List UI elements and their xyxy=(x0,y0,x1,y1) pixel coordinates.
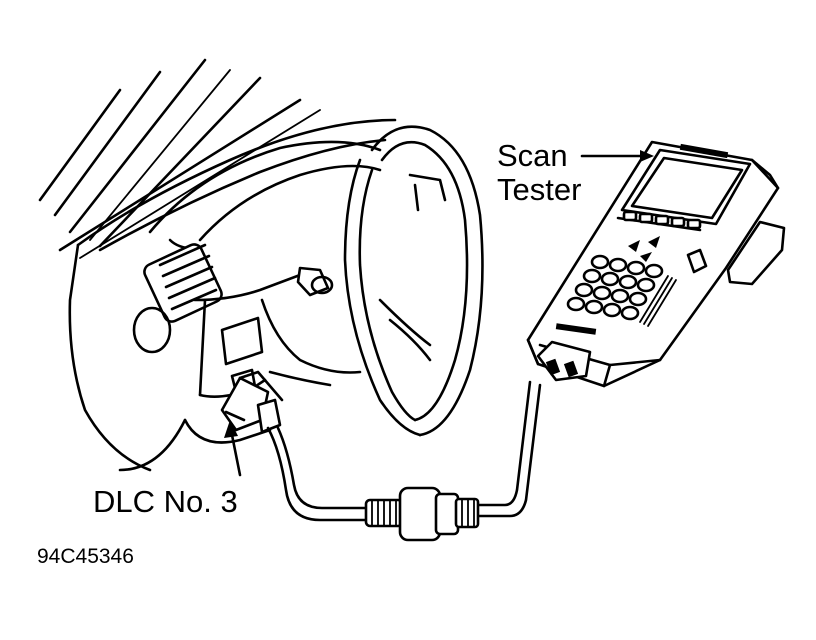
dlc-arrow xyxy=(224,420,242,477)
figure-code: 94C45346 xyxy=(37,545,134,568)
scan-tester-label-line1: Scan xyxy=(497,138,568,173)
cable xyxy=(266,380,542,522)
steering-wheel xyxy=(343,125,484,437)
scan-tester-label-line2: Tester xyxy=(497,172,582,207)
dlc-label: DLC No. 3 xyxy=(93,484,238,519)
cable-adapter xyxy=(364,486,480,542)
dashboard xyxy=(68,118,397,472)
windshield-lines xyxy=(38,58,321,259)
scan-tester-arrow xyxy=(580,150,654,162)
keypad xyxy=(566,254,664,321)
scan-tester xyxy=(526,140,786,388)
dlc-connector xyxy=(220,370,284,434)
